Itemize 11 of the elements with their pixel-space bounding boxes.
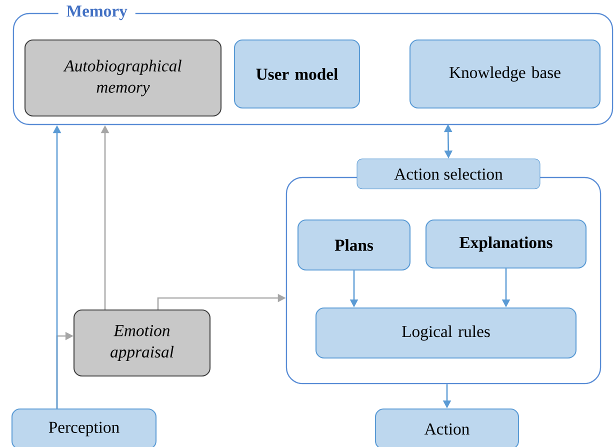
process-box: User model [234, 39, 360, 109]
header-box: Action selection [356, 158, 540, 190]
process-box: Logical rules [315, 307, 577, 359]
process-box: Action [374, 408, 520, 447]
process-box: Emotion appraisal [73, 309, 211, 377]
group-heading: Memory [58, 4, 136, 22]
process-box: Plans [297, 219, 411, 271]
process-box: Knowledge base [409, 39, 601, 109]
process-box: Perception [11, 408, 157, 447]
process-box: Explanations [425, 219, 587, 269]
process-box: Autobiographical memory [24, 39, 222, 117]
